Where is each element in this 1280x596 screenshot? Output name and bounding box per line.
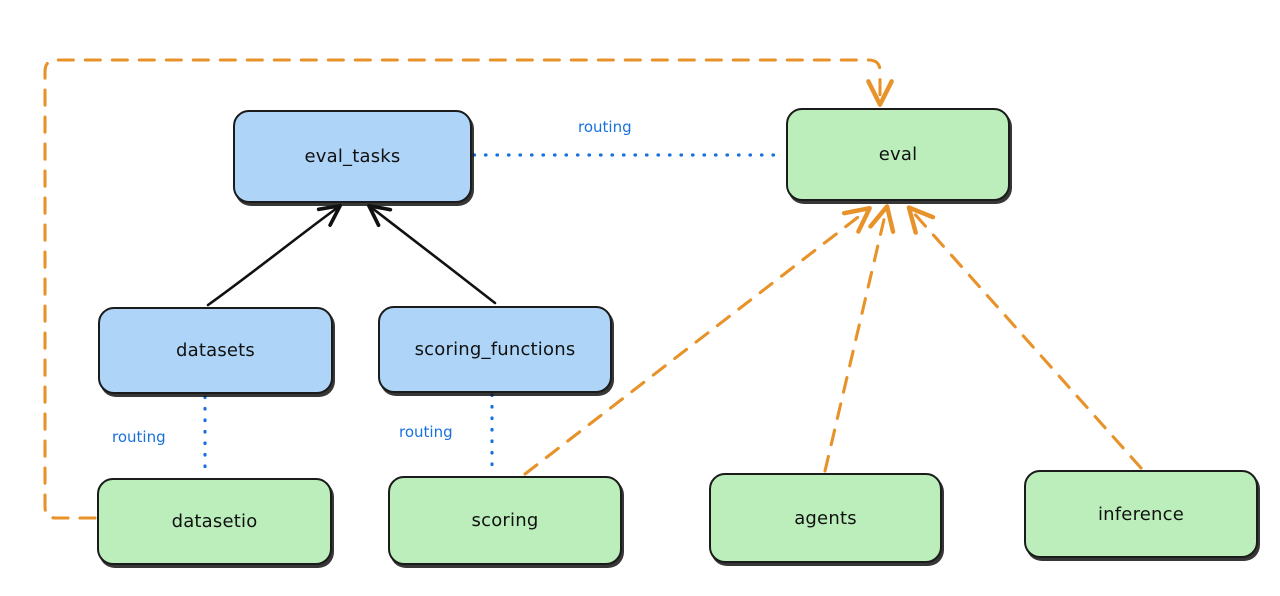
edge-scoring-to-eval — [523, 205, 872, 476]
node-eval[interactable]: eval — [786, 108, 1010, 201]
node-inference[interactable]: inference — [1024, 470, 1258, 558]
edge-datasets-to-eval-tasks — [206, 203, 343, 307]
node-agents[interactable]: agents — [709, 473, 942, 563]
node-eval-tasks[interactable]: eval_tasks — [233, 110, 472, 203]
node-scoring-functions[interactable]: scoring_functions — [378, 306, 612, 393]
node-label: scoring — [471, 510, 539, 531]
node-label: eval_tasks — [304, 146, 401, 167]
edge-label-routing-scoring-functions-scoring: routing — [399, 423, 453, 441]
node-label: inference — [1097, 503, 1185, 525]
edge-label-routing-eval-tasks-eval: routing — [578, 118, 632, 136]
node-label: scoring_functions — [414, 339, 576, 360]
node-datasetio[interactable]: datasetio — [97, 478, 332, 565]
node-label: datasets — [175, 340, 256, 361]
node-label: eval — [878, 144, 918, 165]
edge-agents-to-eval — [823, 204, 896, 473]
node-datasets[interactable]: datasets — [98, 307, 333, 394]
node-label: agents — [794, 507, 857, 529]
edge-inference-to-eval — [906, 205, 1143, 470]
node-label: datasetio — [171, 511, 258, 532]
node-scoring[interactable]: scoring — [388, 476, 622, 565]
edge-scoring-functions-to-eval-tasks — [367, 203, 497, 305]
edge-datasetio-to-eval — [43, 58, 894, 520]
edge-label-routing-datasets-datasetio: routing — [112, 428, 166, 446]
